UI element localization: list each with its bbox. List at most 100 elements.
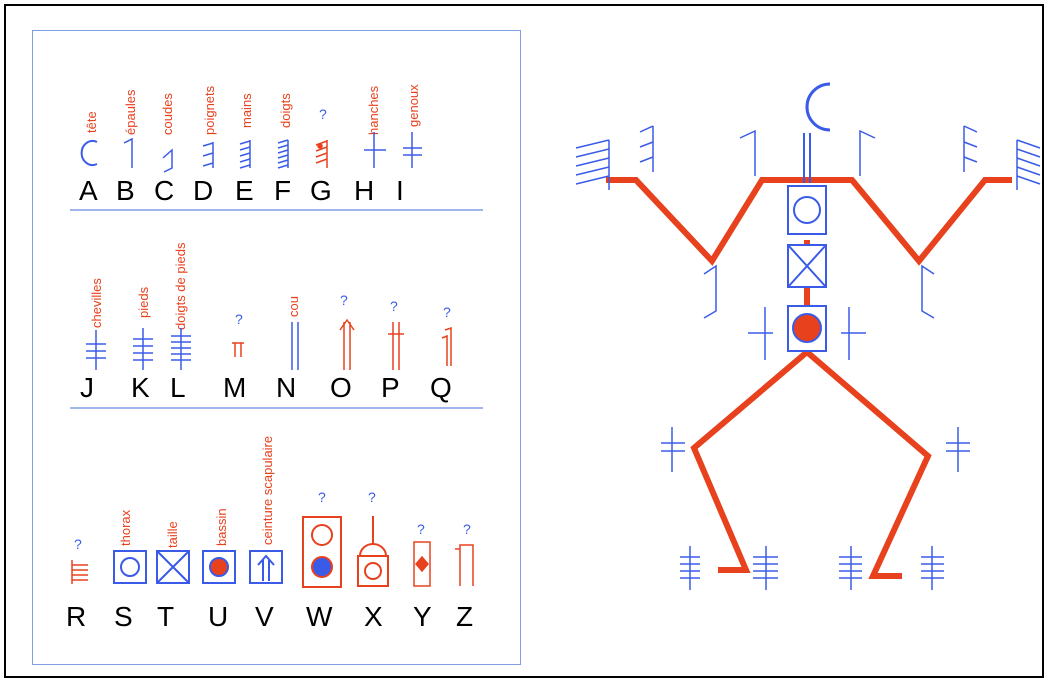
question-w: ? [318, 489, 326, 505]
figure-right-foot-inner-icon [839, 546, 862, 590]
letter-d: D [193, 175, 213, 206]
label-bassin: bassin [214, 508, 229, 546]
letter-c: C [154, 175, 174, 206]
figure-pelvis-icon [787, 305, 827, 352]
label-cou: cou [286, 296, 301, 317]
figure-thorax-icon [787, 185, 827, 235]
letter-k: K [131, 372, 150, 403]
question-m: ? [235, 311, 243, 327]
left-leg-skeleton [690, 349, 809, 573]
letter-v: V [255, 601, 274, 632]
letter-u: U [208, 601, 228, 632]
question-p: ? [390, 298, 398, 314]
glyph-q-icon [441, 326, 452, 366]
letter-y: Y [413, 601, 432, 632]
letter-f: F [274, 175, 291, 206]
glyph-ankles-icon [86, 330, 106, 370]
glyph-o-icon [339, 318, 355, 370]
letter-w: W [306, 601, 333, 632]
label-genoux: genoux [406, 84, 421, 127]
label-hanches: hanches [366, 85, 381, 135]
letter-h: H [354, 175, 374, 206]
letter-r: R [66, 601, 86, 632]
figure-right-foot-outer-icon [921, 546, 944, 590]
letter-z: Z [456, 601, 473, 632]
glyph-g-icon [315, 140, 328, 168]
label-chevilles: chevilles [89, 278, 104, 328]
letter-a: A [79, 175, 98, 206]
label-epaules: épaules [123, 89, 138, 135]
letter-b: B [116, 175, 135, 206]
figure-left-hip-icon [748, 307, 773, 360]
question-o: ? [340, 292, 348, 308]
letter-x: X [364, 601, 383, 632]
glyph-hips-icon [364, 132, 386, 168]
glyph-y-icon [413, 541, 431, 587]
letter-n: N [276, 372, 296, 403]
label-doigts-de-pieds: doigts de pieds [173, 242, 188, 330]
letter-e: E [235, 175, 254, 206]
figure-neck-icon [803, 133, 811, 183]
arm-skeleton [606, 177, 1012, 266]
figure-left-shoulder-icon [739, 129, 756, 176]
figure-right-hand-icon [1016, 139, 1041, 190]
glyph-fingers-icon [277, 139, 289, 169]
glyph-wrists-icon [202, 142, 214, 168]
glyph-knees-icon [403, 132, 422, 168]
glyph-elbows-icon [162, 148, 173, 173]
question-z: ? [463, 521, 471, 537]
letter-t: T [157, 601, 174, 632]
glyph-head-icon [80, 140, 98, 166]
figure-left-knee-icon [661, 427, 685, 472]
label-doigts: doigts [278, 93, 293, 128]
glyph-r-icon [71, 560, 88, 584]
letter-q: Q [430, 372, 452, 403]
label-mains: mains [239, 93, 254, 128]
question-r: ? [74, 536, 82, 552]
figure-head-icon [805, 82, 831, 132]
glyph-p-icon [388, 322, 404, 370]
figure-right-wrist-icon [963, 125, 978, 172]
label-ceinture-scapulaire: ceinture scapulaire [260, 436, 275, 545]
glyph-shoulder-girdle-icon [249, 550, 283, 584]
letter-l: L [170, 372, 186, 403]
letter-j: J [80, 372, 94, 403]
label-pieds: pieds [136, 286, 151, 318]
glyph-m-icon [232, 342, 244, 357]
right-leg-skeleton [805, 349, 932, 579]
letter-p: P [381, 372, 400, 403]
question-y: ? [417, 521, 425, 537]
glyph-shoulders-icon [123, 137, 133, 168]
glyph-neck-icon [291, 322, 299, 370]
letter-g: G [310, 175, 332, 206]
label-taille: taille [165, 521, 180, 548]
glyph-thorax-icon [113, 550, 147, 584]
legend-panel [32, 30, 521, 665]
glyph-toes-icon [171, 328, 191, 370]
figure-left-hand-icon [575, 139, 610, 190]
glyph-pelvis-icon [202, 550, 236, 584]
question-q: ? [443, 304, 451, 320]
question-x: ? [368, 489, 376, 505]
glyph-w-icon [302, 516, 342, 588]
figure-right-hip-icon [841, 307, 866, 360]
figure-left-elbow-icon [703, 264, 717, 319]
letter-i: I [396, 175, 404, 206]
label-thorax: thorax [118, 509, 133, 546]
figure-left-foot-inner-icon [753, 546, 778, 590]
figure-left-wrist-icon [639, 125, 654, 172]
letter-o: O [330, 372, 352, 403]
figure-waist-icon [787, 244, 827, 288]
figure-frame [4, 4, 1044, 678]
figure-right-shoulder-icon [859, 129, 876, 176]
letter-m: M [223, 372, 246, 403]
letter-s: S [114, 601, 133, 632]
label-poignets: poignets [202, 85, 217, 135]
question-g: ? [319, 106, 327, 122]
figure-right-knee-icon [946, 427, 970, 472]
glyph-z-icon [455, 544, 474, 586]
glyph-feet-icon [133, 328, 153, 370]
figure-right-elbow-icon [921, 264, 935, 319]
glyph-waist-icon [156, 550, 190, 584]
